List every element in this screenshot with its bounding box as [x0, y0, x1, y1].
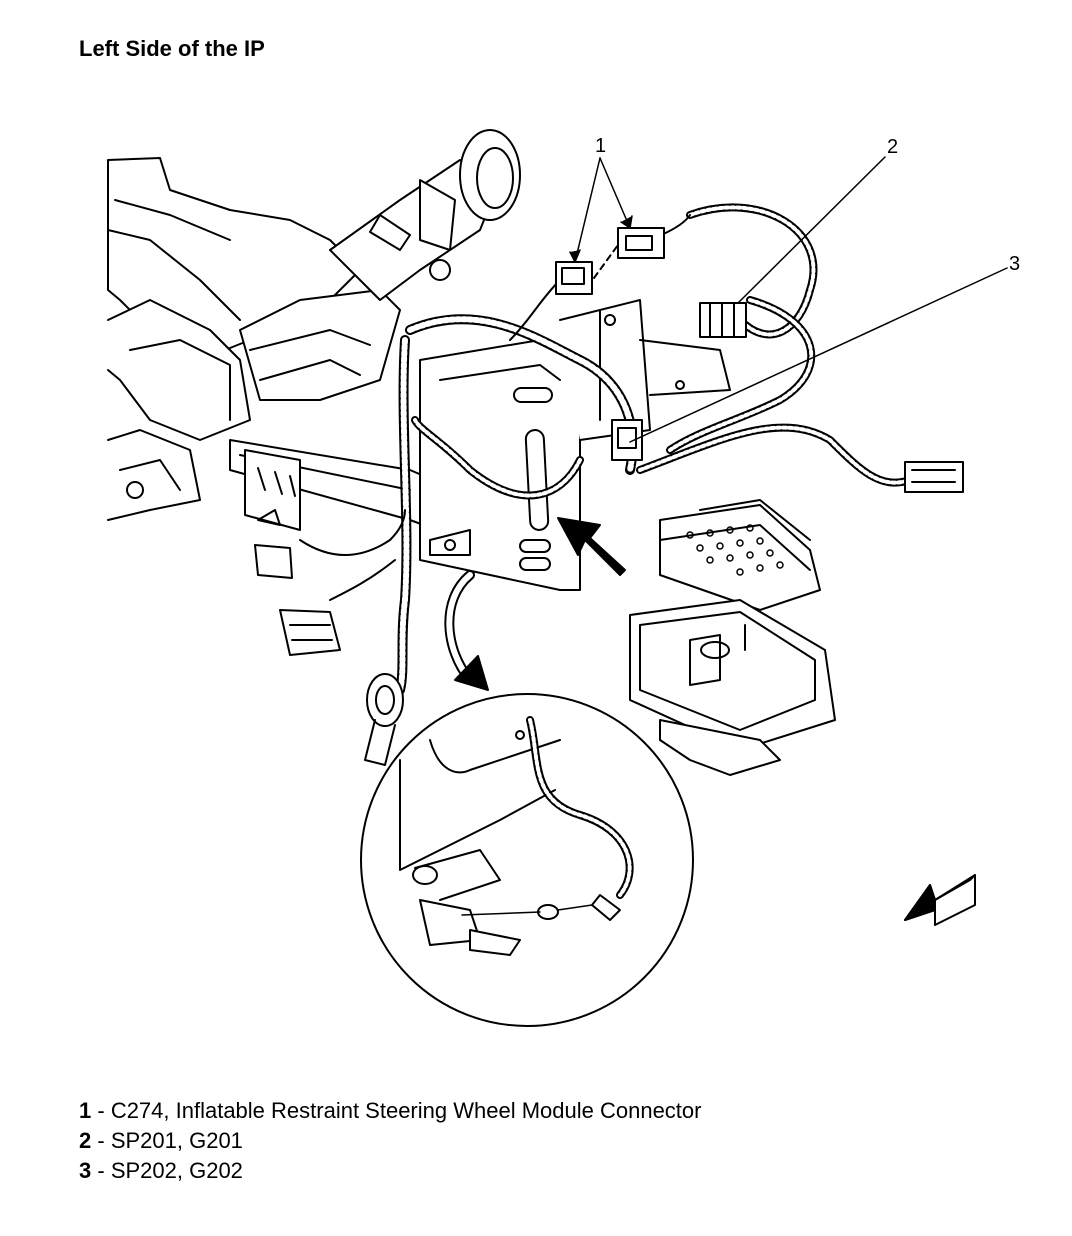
callout-label-1: 1 [595, 135, 606, 157]
c274-connector-left [555, 261, 593, 295]
legend-description: C274, Inflatable Restraint Steering Whee… [110, 1098, 702, 1123]
callout-label-3: 3 [1009, 253, 1020, 275]
legend-number: 3 [79, 1158, 92, 1183]
harness-end-connector [904, 461, 964, 493]
callout-legend: 1 - C274, Inflatable Restraint Steering … [79, 1096, 701, 1186]
legend-item-2: 2 - SP201, G201 [79, 1126, 701, 1156]
sp202-splice [611, 419, 643, 461]
legend-description: SP201, G201 [110, 1128, 243, 1153]
wiring-harness [299, 203, 914, 695]
legend-item-1: 1 - C274, Inflatable Restraint Steering … [79, 1096, 701, 1126]
lower-left-connector [254, 544, 341, 656]
legend-separator: - [91, 1158, 111, 1183]
grommet [364, 673, 404, 766]
mounting-bracket [419, 299, 731, 591]
view-arrow-icon [444, 570, 489, 691]
callout-leaders [569, 156, 1008, 443]
c274-connector-right [617, 227, 665, 259]
detail-view [360, 693, 694, 1027]
legend-description: SP202, G202 [110, 1158, 243, 1183]
callout-label-2: 2 [887, 136, 898, 158]
page-title: Left Side of the IP [79, 36, 265, 61]
legend-separator: - [91, 1098, 111, 1123]
legend-number: 2 [79, 1128, 92, 1153]
callout-labels: 1 2 3 [595, 135, 1020, 275]
fuse-block [629, 499, 836, 776]
fuse-slots [686, 524, 784, 576]
callout-arrow-icon [557, 517, 626, 576]
connectors [254, 227, 964, 766]
legend-item-3: 3 - SP202, G202 [79, 1156, 701, 1186]
ip-frame [107, 129, 521, 561]
legend-separator: - [91, 1128, 111, 1153]
direction-arrow-icon [904, 874, 976, 926]
legend-number: 1 [79, 1098, 92, 1123]
sp201-splice [699, 302, 747, 338]
